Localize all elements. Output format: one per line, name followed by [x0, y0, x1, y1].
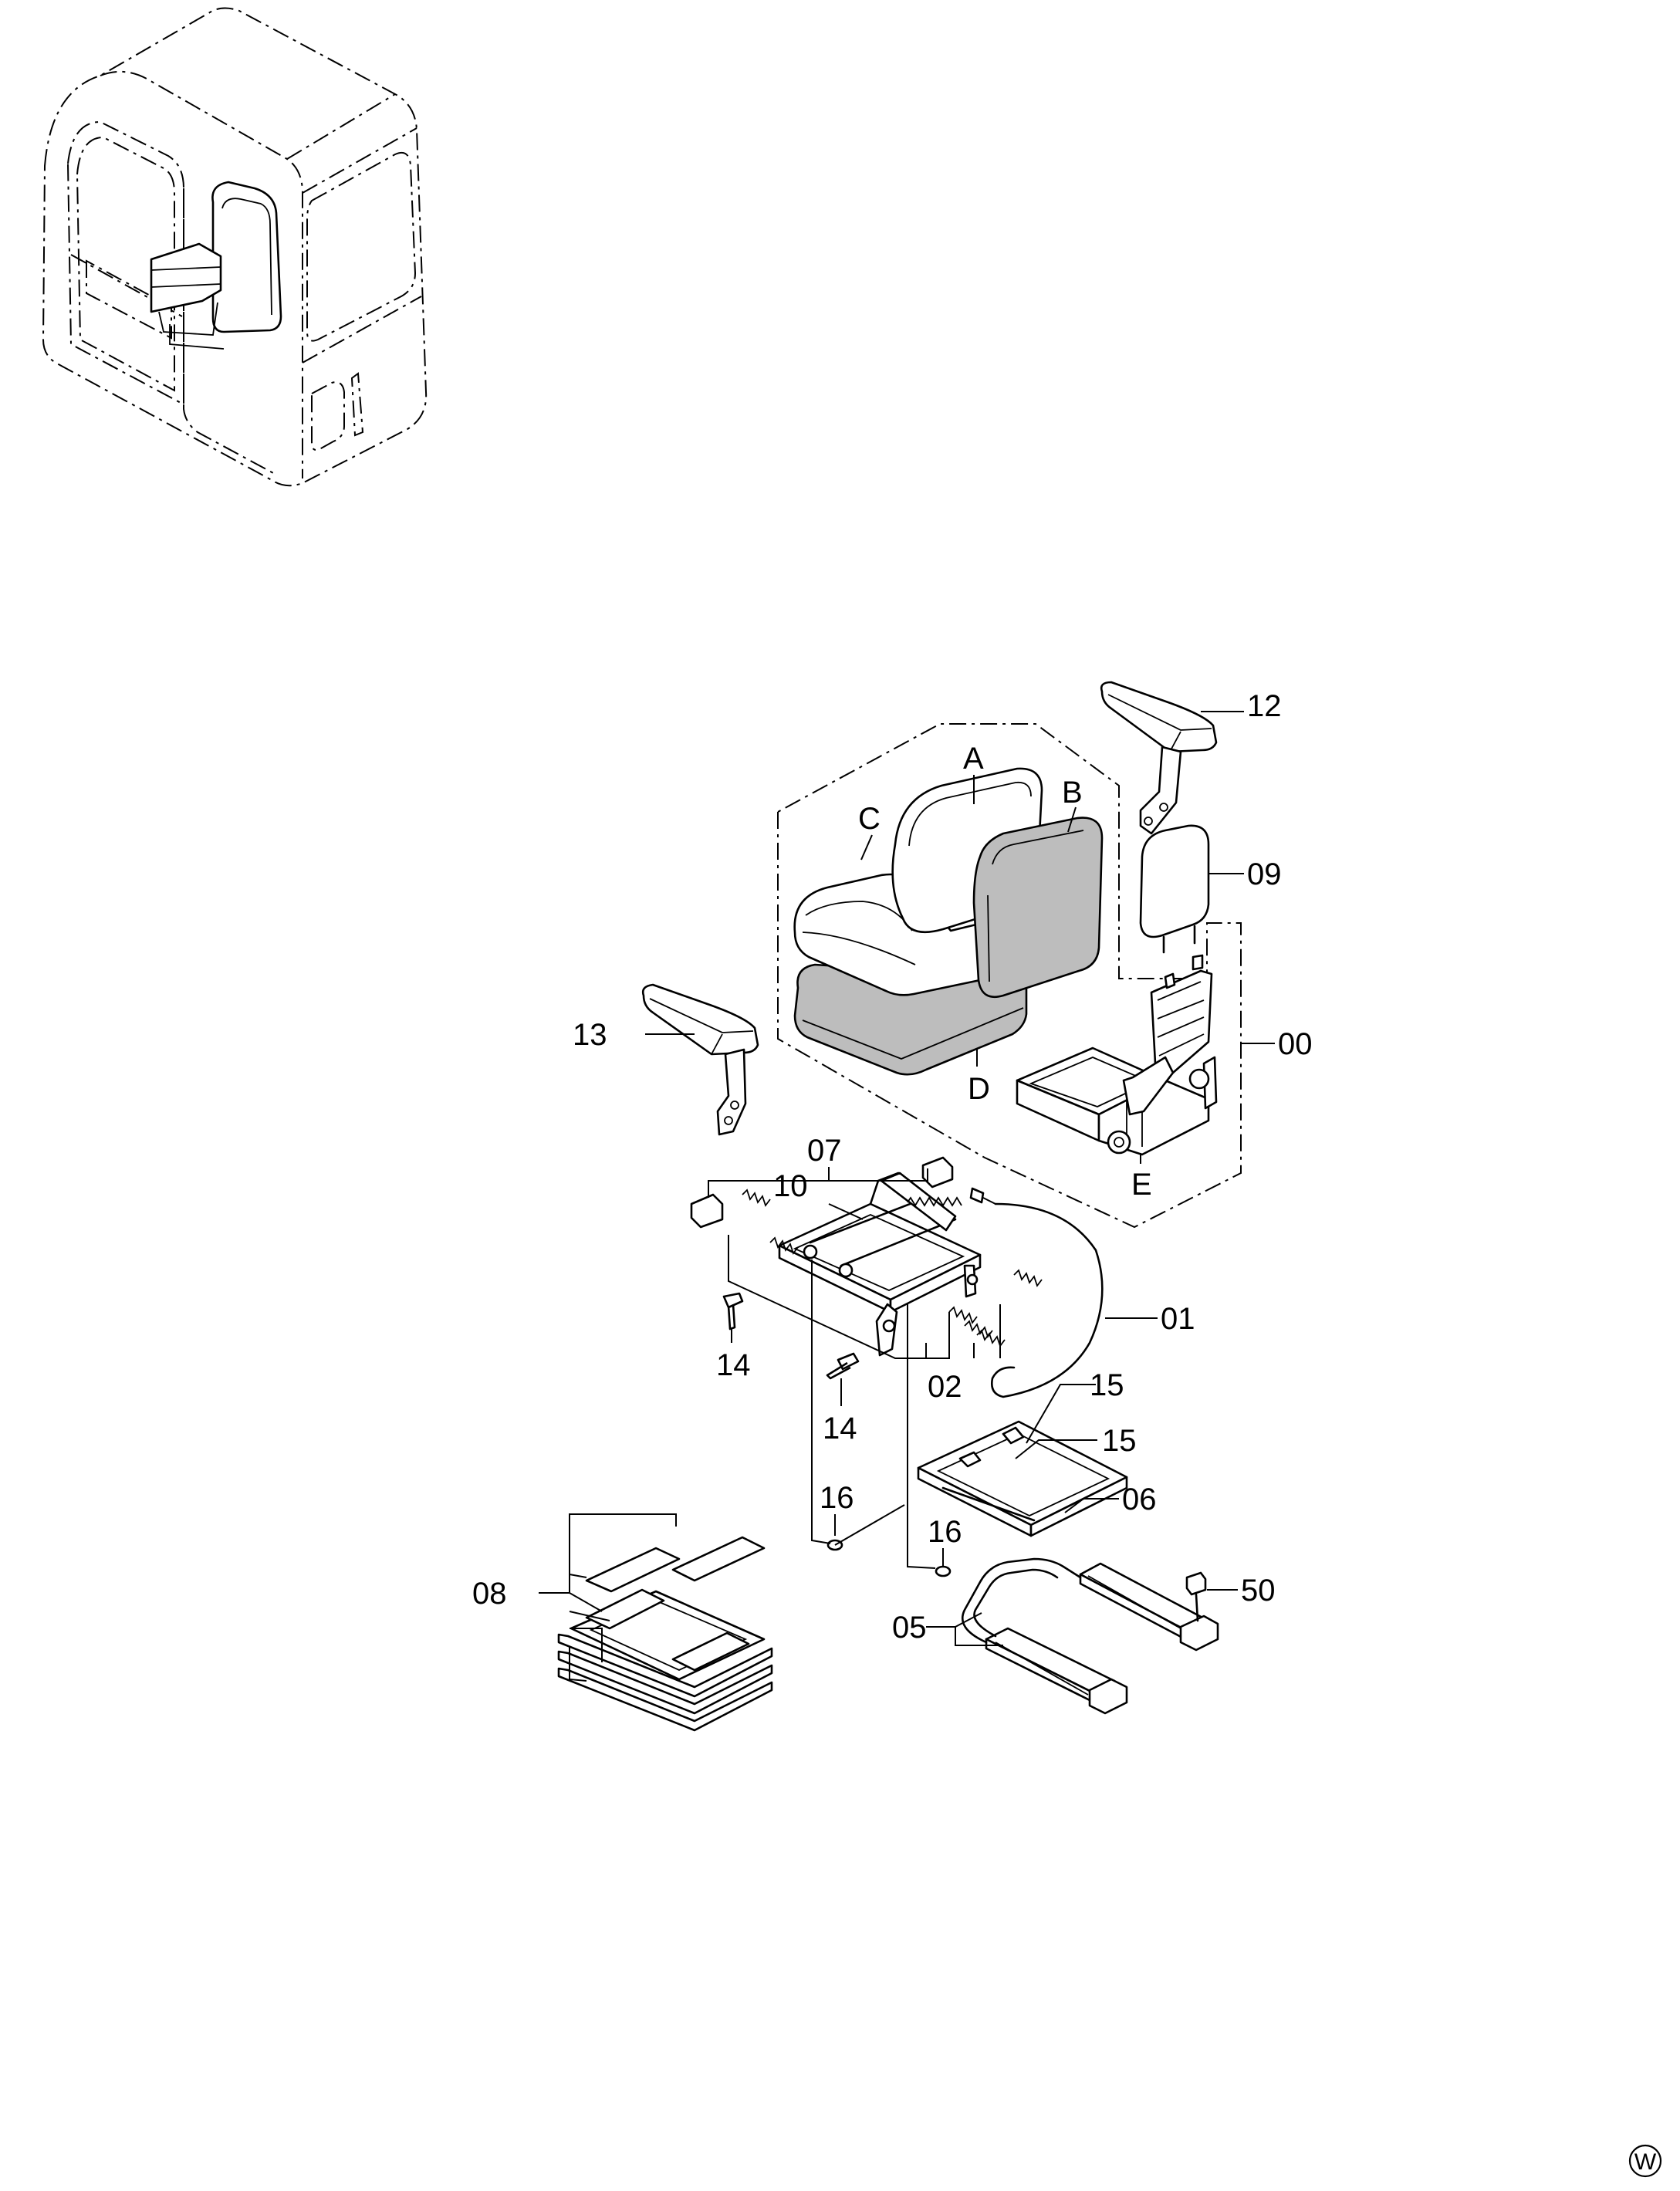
label-component-d: D	[968, 1072, 990, 1106]
label-12: 12	[1247, 689, 1282, 723]
label-07: 07	[807, 1134, 842, 1168]
armrest-right	[1100, 681, 1218, 835]
slide-rails	[961, 1557, 1219, 1715]
washer-center	[935, 1565, 952, 1577]
adjustment-cable	[969, 1187, 1104, 1398]
label-05: 05	[892, 1611, 927, 1645]
label-13: 13	[573, 1018, 607, 1052]
headrest	[1139, 824, 1210, 954]
label-15b: 15	[1102, 1424, 1137, 1458]
screw	[1185, 1571, 1207, 1622]
seat-assembly-outline	[777, 723, 1242, 1229]
corner-mark: W	[1628, 2144, 1662, 2178]
slide-base	[917, 1420, 1128, 1537]
label-14a: 14	[716, 1348, 751, 1382]
seat-base-cover	[557, 1536, 773, 1732]
seat-cushion-d	[793, 963, 1028, 1076]
leader-lines	[539, 711, 1275, 1682]
bolt-left	[722, 1292, 744, 1330]
corner-mark-label: W	[1634, 2149, 1657, 2175]
label-component-a: A	[963, 742, 984, 776]
label-component-e: E	[1131, 1168, 1152, 1202]
label-00: 00	[1278, 1027, 1313, 1061]
label-06: 06	[1122, 1483, 1157, 1516]
label-15a: 15	[1090, 1368, 1124, 1402]
suspension-mechanism	[690, 1156, 982, 1357]
seat-frame	[1016, 954, 1218, 1156]
label-01: 01	[1161, 1302, 1195, 1336]
label-09: 09	[1247, 857, 1282, 891]
label-component-b: B	[1062, 776, 1083, 810]
label-10: 10	[773, 1169, 808, 1203]
label-16a: 16	[820, 1481, 854, 1515]
cab-mark-label: 01	[369, 397, 394, 422]
label-02: 02	[928, 1370, 962, 1404]
label-component-c: C	[858, 802, 881, 836]
seat-backrest-cover-b	[972, 817, 1104, 999]
label-14b: 14	[823, 1412, 857, 1445]
label-16b: 16	[928, 1515, 962, 1549]
part-labels: 12 09 00 13 07 10 01 14 02 14 15 15 06 1…	[472, 689, 1313, 1645]
label-08: 08	[472, 1577, 507, 1611]
label-50: 50	[1241, 1574, 1276, 1608]
bolt-center	[826, 1352, 860, 1380]
cab-isometric-view: 01	[42, 7, 428, 487]
armrest-left	[641, 983, 759, 1136]
